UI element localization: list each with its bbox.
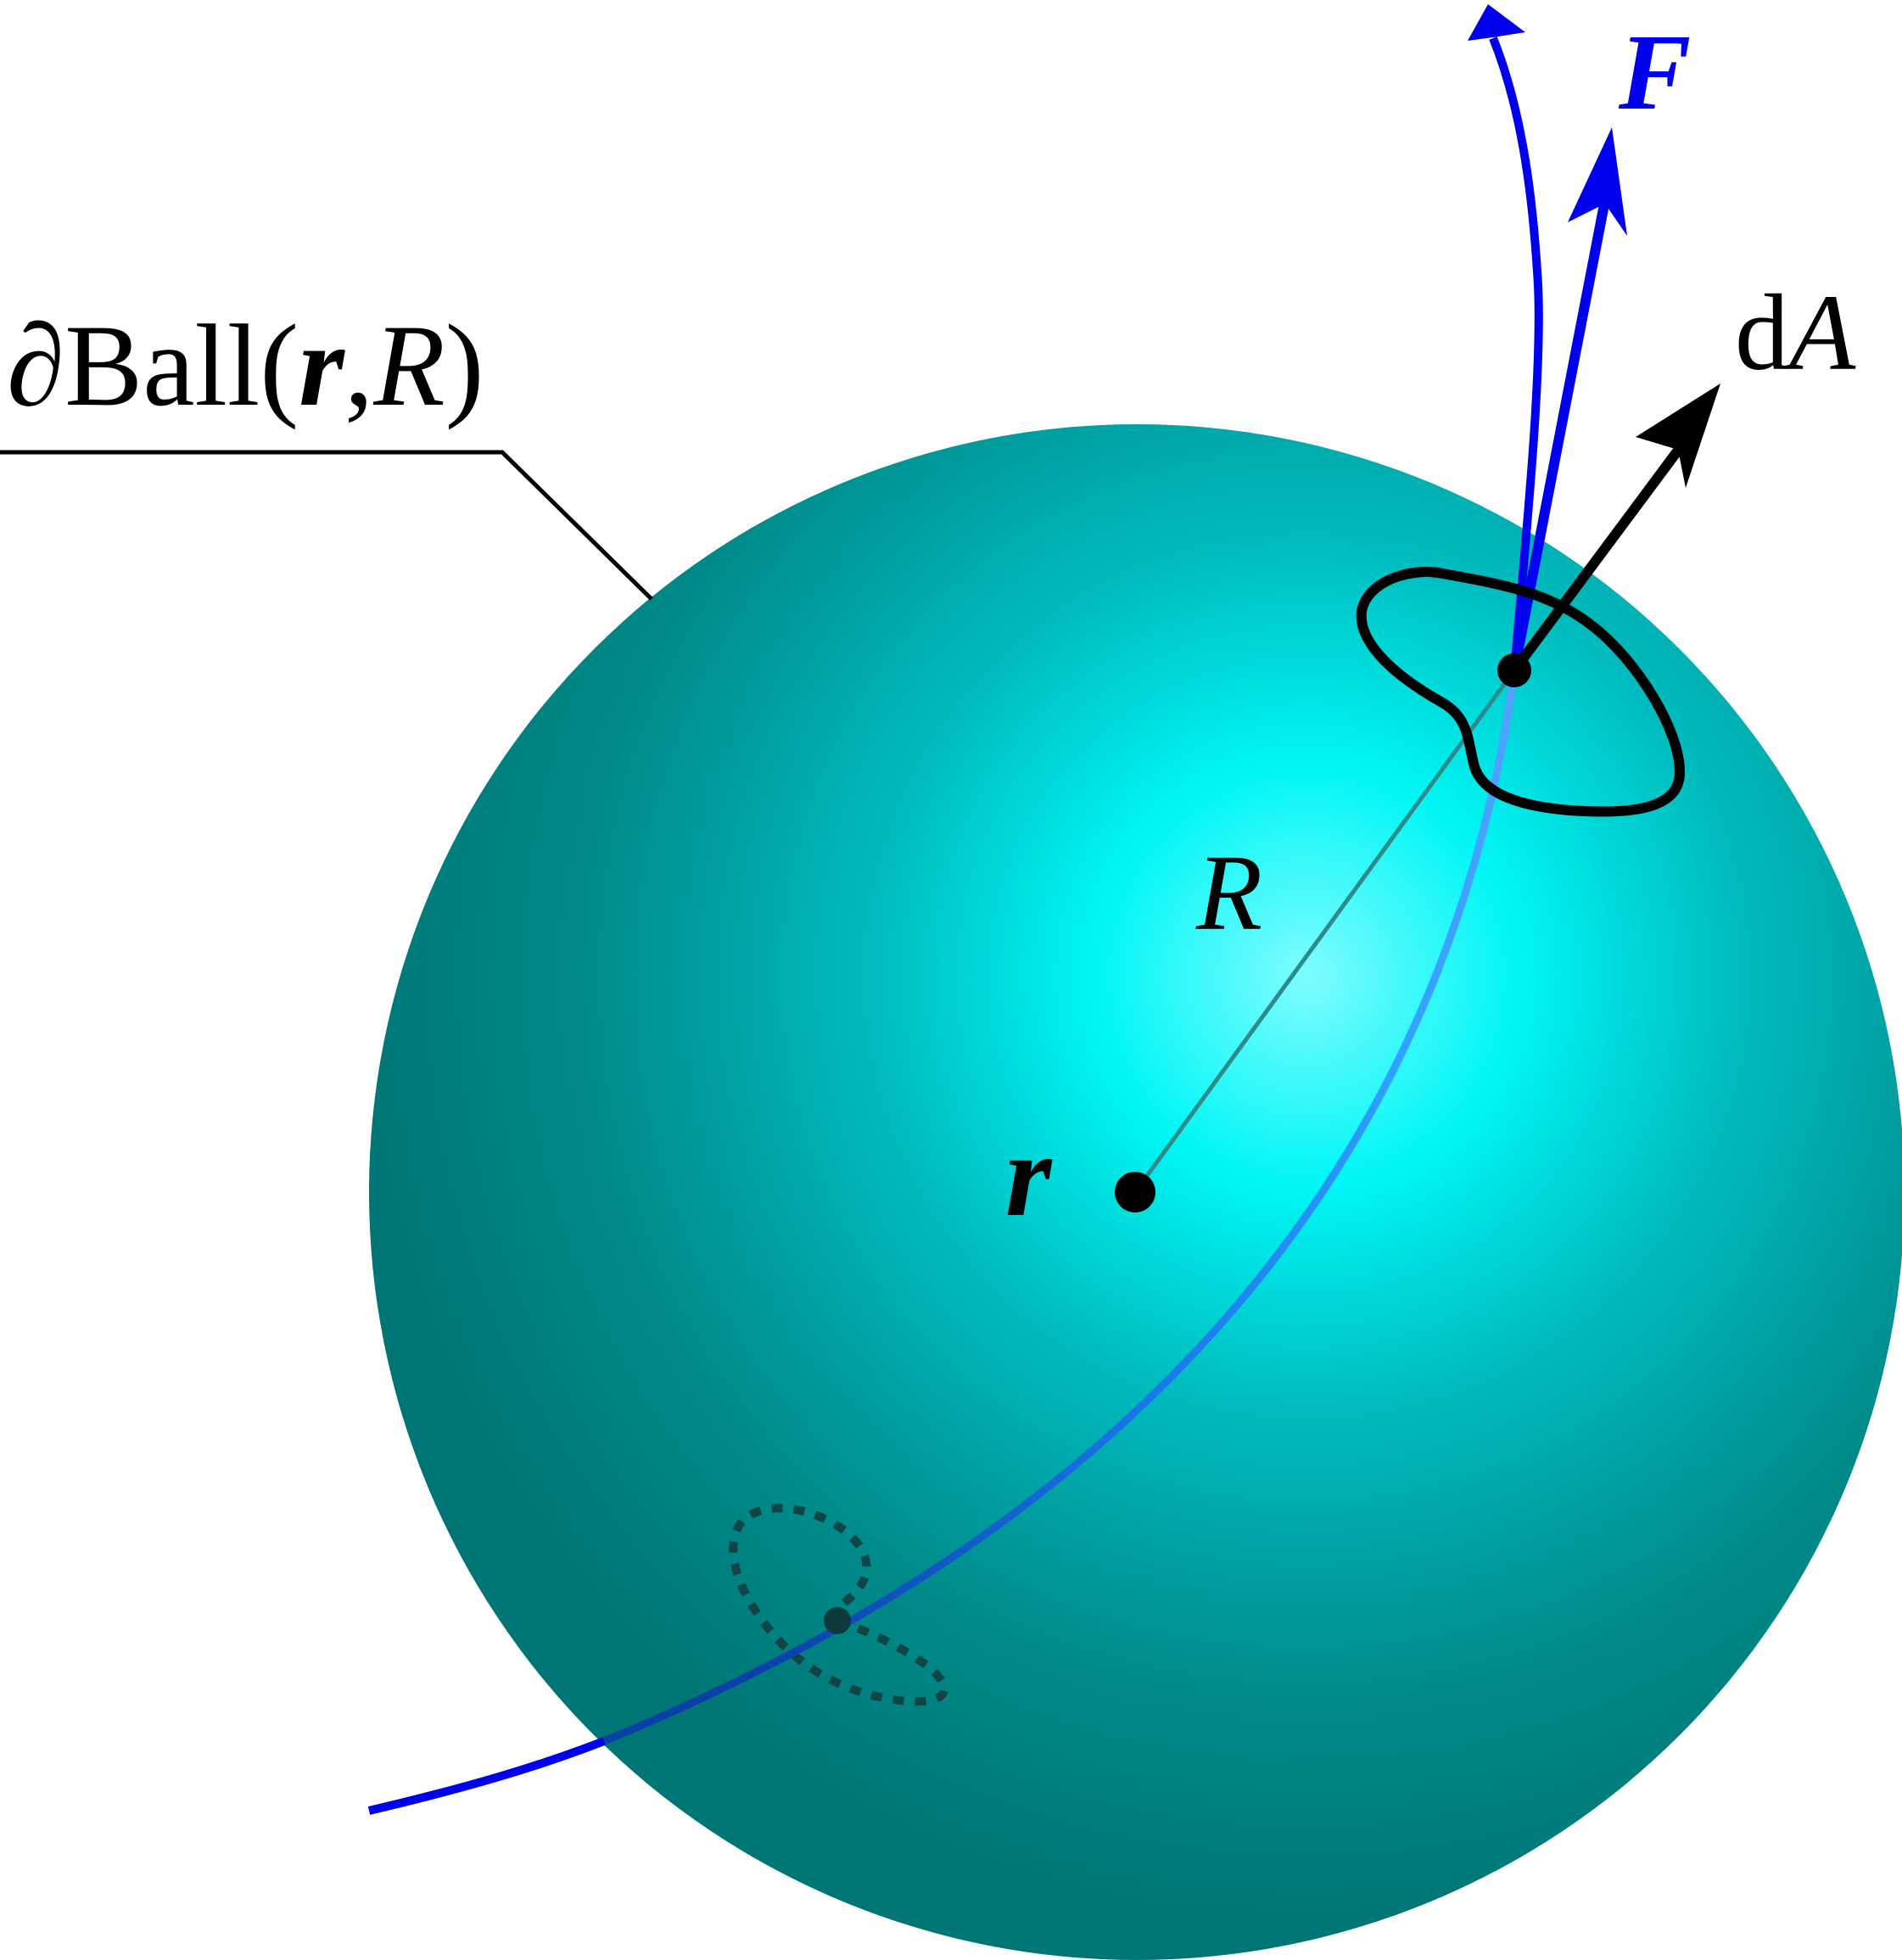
area-element-loop [1356,567,1686,817]
surface-label-close-paren: ) [445,300,484,430]
surface-label-center: r [299,300,345,430]
center-label: r [1005,1110,1053,1241]
radius-line [1133,669,1517,1194]
surface-label-comma: , [344,300,374,430]
surface-label-radius: R [372,300,445,430]
area-normal-shaft [1510,445,1684,674]
surface-point [1497,653,1531,687]
field-vector-arrowhead [1568,127,1627,236]
area-element-label-prefix: d [1735,272,1789,393]
field-line-arrowhead [1468,4,1525,41]
surface-label-partial: ∂ [7,300,64,430]
surface-label: ∂Ball(r,R) [7,300,484,430]
field-label: F [1618,12,1691,132]
surface-label-name: Ball [64,300,260,430]
area-normal-arrowhead [1636,384,1720,488]
area-element-label: dA [1735,272,1856,393]
area-element-label-symbol: A [1783,272,1856,393]
field-line-outer-lower [367,1737,606,1815]
center-point [1115,1172,1155,1212]
hidden-area-loop [729,1504,948,1706]
surface-label-open-paren: ( [260,300,299,430]
surface-label-leader [0,450,653,601]
radius-label: R [1195,832,1262,953]
hidden-surface-point [824,1607,851,1634]
field-line-outer-upper [1489,36,1543,671]
